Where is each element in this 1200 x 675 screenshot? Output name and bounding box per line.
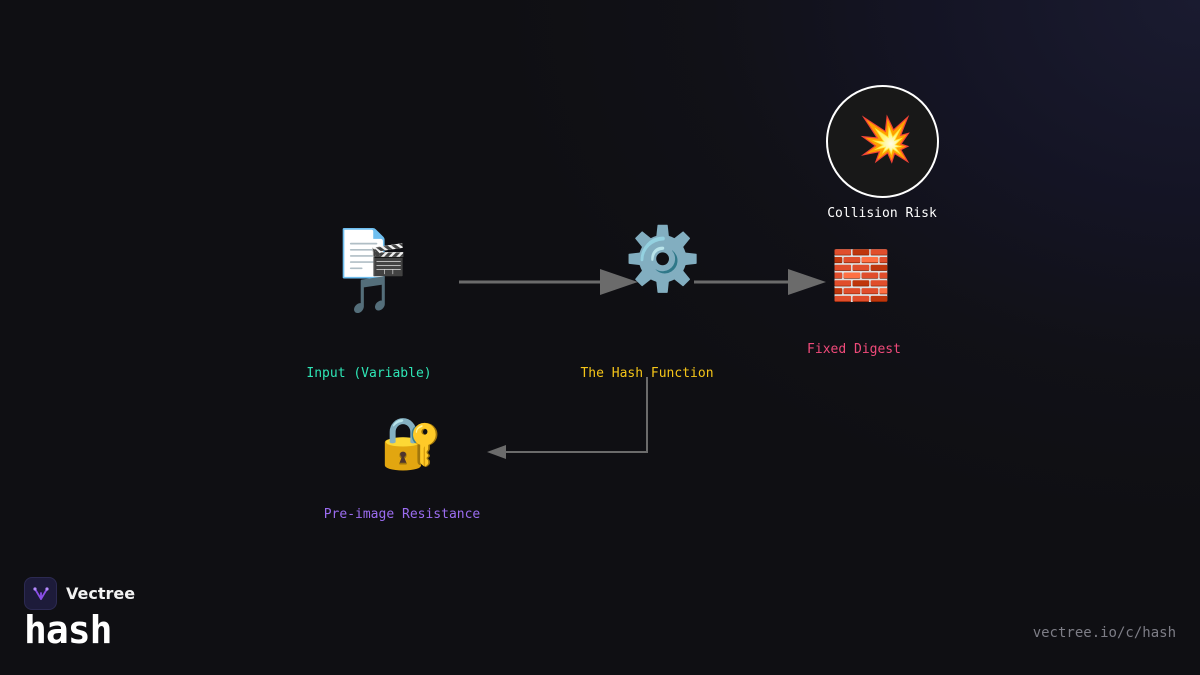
source-url[interactable]: vectree.io/c/hash [1032,625,1176,641]
collision-risk-label: Collision Risk [827,206,937,221]
topic-title: hash [24,608,113,652]
brand: Vectree [24,577,135,610]
preimage-resistance-label: Pre-image Resistance [323,507,481,522]
gear-icon: ⚙️ [624,222,702,295]
input-variable-label: Input (Variable) [306,366,432,381]
music-note-icon: 🎵 [348,275,393,316]
arrowhead-hash-to-preimage [487,445,506,459]
collision-risk-circle [826,85,939,198]
vectree-logo-icon [24,577,57,610]
arrowhead-input-to-hash [600,269,638,295]
hash-function-label: The Hash Function [580,366,714,381]
document-icon: 📄 [335,226,393,280]
brick-icon: 🧱 [831,248,891,304]
clapper-board-icon: 🎬 [369,243,407,278]
fixed-digest-label: Fixed Digest [807,342,901,357]
lock-with-key-icon: 🔐 [380,414,443,472]
arrowhead-hash-to-digest [788,269,826,295]
edge-hash-to-preimage [503,377,648,453]
brand-name: Vectree [66,584,136,603]
collision-icon: 💥 [858,114,913,165]
